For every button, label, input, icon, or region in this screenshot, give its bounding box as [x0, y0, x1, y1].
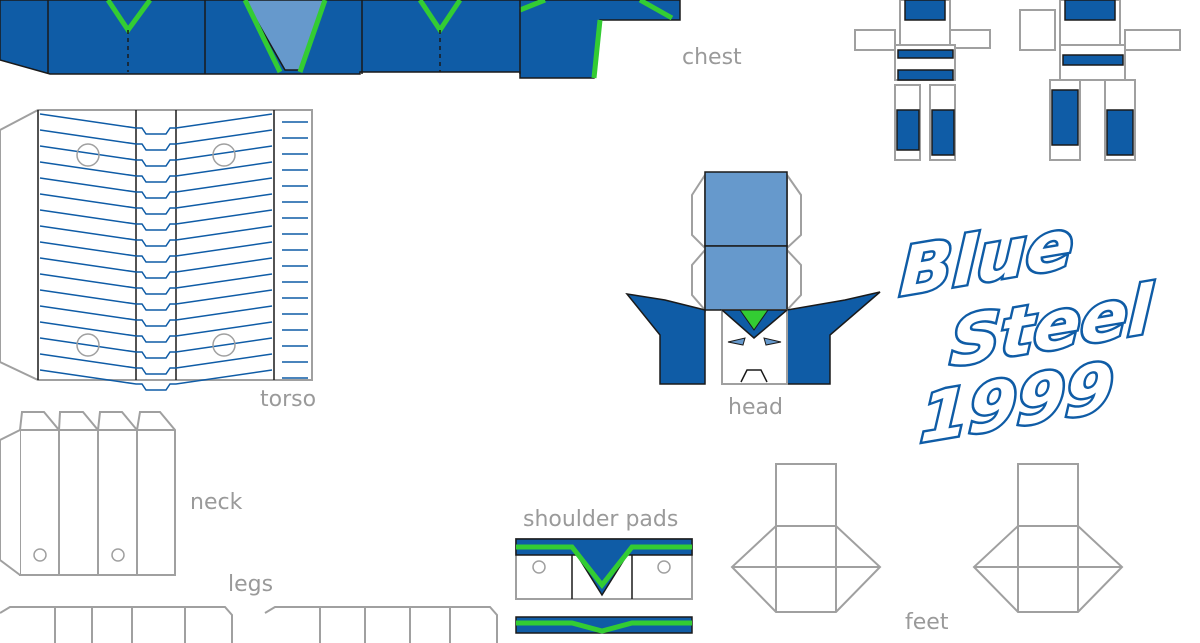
torso-fold-line [39, 145, 308, 167]
foot-template-left [730, 463, 882, 613]
shoulder-pad-bottom [515, 616, 693, 634]
shoulder-pad-top [515, 538, 693, 600]
legs-label: legs [228, 572, 274, 597]
torso-fold-line [39, 209, 308, 231]
legs-template-left [0, 606, 233, 643]
torso-fold-line [39, 337, 308, 359]
robot-figure-left [854, 0, 991, 161]
torso-label: torso [260, 387, 317, 412]
torso-fold-line [39, 241, 308, 263]
head-label: head [728, 395, 783, 420]
head-template [625, 171, 881, 385]
robot-figure-right [1019, 0, 1181, 161]
neck-label: neck [190, 490, 243, 515]
torso-fold-line [39, 225, 308, 247]
torso-fold-line [39, 305, 308, 327]
torso-fold-line [39, 273, 308, 295]
chest-piece [0, 0, 681, 79]
torso-fold-line [39, 193, 308, 215]
legs-template-right [264, 606, 498, 643]
torso-fold-line [39, 129, 308, 151]
torso-fold-line [39, 289, 308, 311]
logo-line-year: 1999 [919, 348, 1115, 459]
torso-fold-line [39, 321, 308, 343]
torso-fold-line [39, 161, 308, 183]
chest-label: chest [682, 45, 742, 70]
foot-template-right [972, 463, 1124, 613]
torso-template [0, 109, 313, 391]
shoulder-pads-label: shoulder pads [523, 507, 679, 532]
torso-fold-line [39, 257, 308, 279]
torso-fold-line [39, 113, 308, 135]
torso-fold-line [39, 177, 308, 199]
torso-fold-line [39, 353, 308, 375]
feet-label: feet [905, 610, 949, 635]
neck-template [0, 411, 176, 576]
blue-steel-logo: Blue Steel 1999 [895, 200, 1195, 461]
torso-fold-line [39, 369, 308, 391]
